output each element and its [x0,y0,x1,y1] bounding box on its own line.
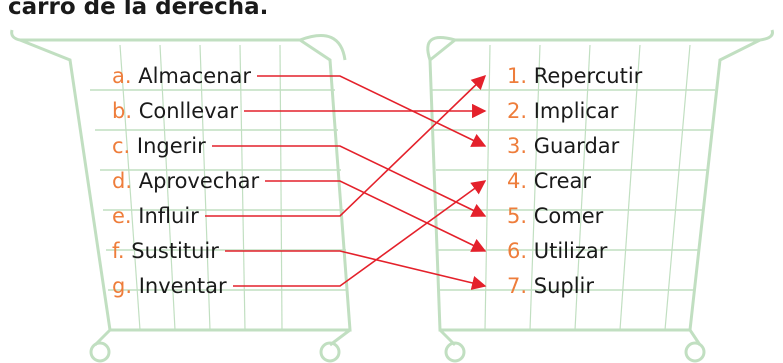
right-item-word: Repercutir [533,64,643,88]
left-item-letter: e. [112,204,132,228]
left-item-f: f. Sustituir [112,239,219,263]
right-item-word: Comer [533,204,604,228]
arrow-e-to-1 [205,74,487,217]
right-item-word: Crear [533,169,591,193]
right-item-word: Guardar [533,134,620,158]
left-item-word: Influir [138,204,199,228]
left-item-e: e. Influir [112,204,199,228]
right-item-word: Suplir [533,274,595,298]
left-item-word: Ingerir [136,134,206,158]
left-item-letter: g. [112,274,133,298]
left-cart-illustration [10,29,352,363]
right-item-number: 5. [507,204,528,228]
arrow-f-to-7 [225,250,487,290]
right-item-2: 2. Implicar [507,99,618,123]
left-item-a: a. Almacenar [112,64,251,88]
right-item-1: 1. Repercutir [507,64,642,88]
right-item-3: 3. Guardar [507,134,619,158]
left-item-g: g. Inventar [112,274,227,298]
left-item-word: Conllevar [138,99,239,123]
right-item-word: Utilizar [533,239,608,263]
right-item-number: 7. [507,274,528,298]
left-item-d: d. Aprovechar [112,169,259,193]
left-item-word: Inventar [138,274,227,298]
right-item-number: 2. [507,99,528,123]
left-item-b: b. Conllevar [112,99,238,123]
right-item-4: 4. Crear [507,169,591,193]
arrow-c-to-5 [212,145,487,217]
right-item-number: 3. [507,134,528,158]
right-item-6: 6. Utilizar [507,239,607,263]
left-item-letter: c. [112,134,131,158]
left-item-letter: d. [112,169,133,193]
matching-arrows [205,74,487,290]
left-item-word: Aprovechar [138,169,260,193]
right-item-number: 4. [507,169,528,193]
instruction-heading: carro de la derecha. [8,0,269,20]
left-item-letter: a. [112,64,132,88]
left-item-word: Sustituir [131,239,219,263]
right-item-7: 7. Suplir [507,274,594,298]
right-item-number: 6. [507,239,528,263]
left-item-letter: f. [112,239,125,263]
left-item-c: c. Ingerir [112,134,206,158]
right-item-word: Implicar [533,99,619,123]
left-item-word: Almacenar [138,64,252,88]
left-item-letter: b. [112,99,133,123]
right-item-number: 1. [507,64,528,88]
arrow-d-to-6 [265,180,487,252]
right-item-5: 5. Comer [507,204,603,228]
arrow-g-to-4 [233,180,487,287]
